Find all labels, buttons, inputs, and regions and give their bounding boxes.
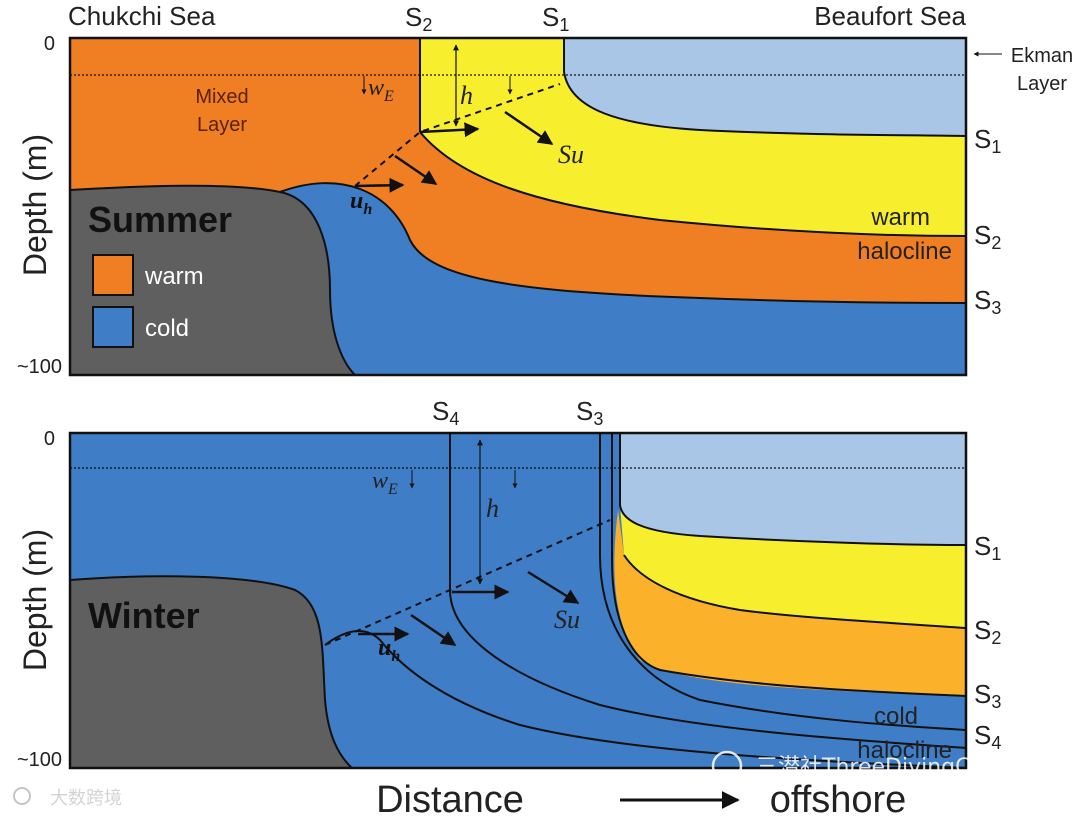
summer-right-s2: S2 [974,220,1001,253]
summer-top-s2: S2 [405,2,432,35]
winter-right-s2: S2 [974,615,1001,648]
summer-warm-halocline-1: warm [870,204,930,231]
ekman-label-line1: Ekman [1011,45,1073,67]
watermark-right: 三潜社ThreeDivingClub [713,752,1005,780]
summer-top-s1: S1 [542,2,569,35]
summer-h-label: h [460,81,473,110]
summer-ytick-bottom: ~100 [17,356,62,378]
winter-right-s3: S3 [974,679,1001,712]
watermark-left: 大数跨境 [14,788,122,809]
watermark-left-text: 大数跨境 [50,788,122,809]
summer-warm-halocline-2: halocline [857,238,952,265]
right-region-label: Beaufort Sea [814,1,966,31]
legend-warm-label: warm [144,263,204,290]
summer-right-s3: S3 [974,285,1001,318]
ekman-label-line2: Layer [1017,73,1067,95]
legend-cold-swatch [93,307,133,347]
winter-surface-water [620,433,966,545]
summer-mixed-layer-label-2: Layer [197,114,247,136]
winter-top-s3: S3 [576,396,603,429]
winter-su-label: Su [554,605,580,634]
winter-season-title: Winter [88,595,200,636]
summer-su-label: Su [558,140,584,169]
winter-right-s4: S4 [974,720,1001,753]
offshore-label: offshore [770,779,907,818]
watermark-left-logo-icon [14,788,30,804]
winter-right-s1: S1 [974,531,1001,564]
winter-h-label: h [486,494,499,523]
summer-right-s1: S1 [974,124,1001,157]
summer-season-title: Summer [88,199,232,240]
left-region-label: Chukchi Sea [68,1,216,31]
winter-ytick-bottom: ~100 [17,749,62,771]
winter-ytick-top: 0 [44,428,55,450]
summer-ylabel: Depth (m) [17,134,53,276]
winter-panel [70,433,966,768]
summer-ytick-top: 0 [44,33,55,55]
winter-top-s4: S4 [432,396,459,429]
x-axis-label: Distance [376,779,524,818]
winter-ylabel: Depth (m) [17,529,53,671]
legend-cold-label: cold [145,315,189,342]
watermark-right-text: 三潜社ThreeDivingClub [756,755,1005,780]
summer-mixed-layer-label-1: Mixed [195,86,248,108]
legend-warm-swatch [93,255,133,295]
winter-cold-halocline-1: cold [874,703,918,730]
